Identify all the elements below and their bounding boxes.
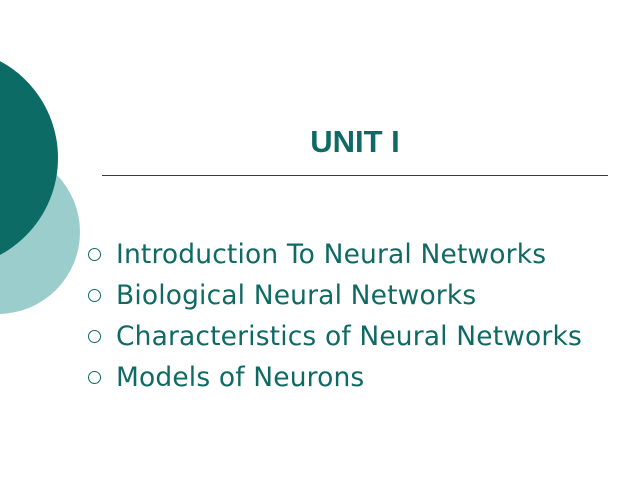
bullet-text: Models of Neurons	[116, 362, 365, 393]
bullet-text: Introduction To Neural Networks	[116, 239, 547, 270]
slide-title: UNIT I	[310, 124, 400, 159]
hollow-circle-bullet-icon	[88, 248, 101, 261]
hollow-circle-bullet-icon	[88, 289, 101, 302]
bullet-text: Biological Neural Networks	[116, 280, 477, 311]
bullet-list: Introduction To Neural Networks Biologic…	[88, 236, 582, 400]
hollow-circle-bullet-icon	[88, 330, 101, 343]
dark-teal-circle	[0, 61, 58, 255]
bullet-item: Introduction To Neural Networks	[88, 236, 582, 277]
bullet-item: Characteristics of Neural Networks	[88, 318, 582, 359]
title-divider	[102, 175, 608, 176]
bullet-item: Models of Neurons	[88, 359, 582, 400]
bullet-item: Biological Neural Networks	[88, 277, 582, 318]
bullet-text: Characteristics of Neural Networks	[116, 321, 582, 352]
decorative-circles	[0, 61, 80, 314]
hollow-circle-bullet-icon	[88, 371, 101, 384]
